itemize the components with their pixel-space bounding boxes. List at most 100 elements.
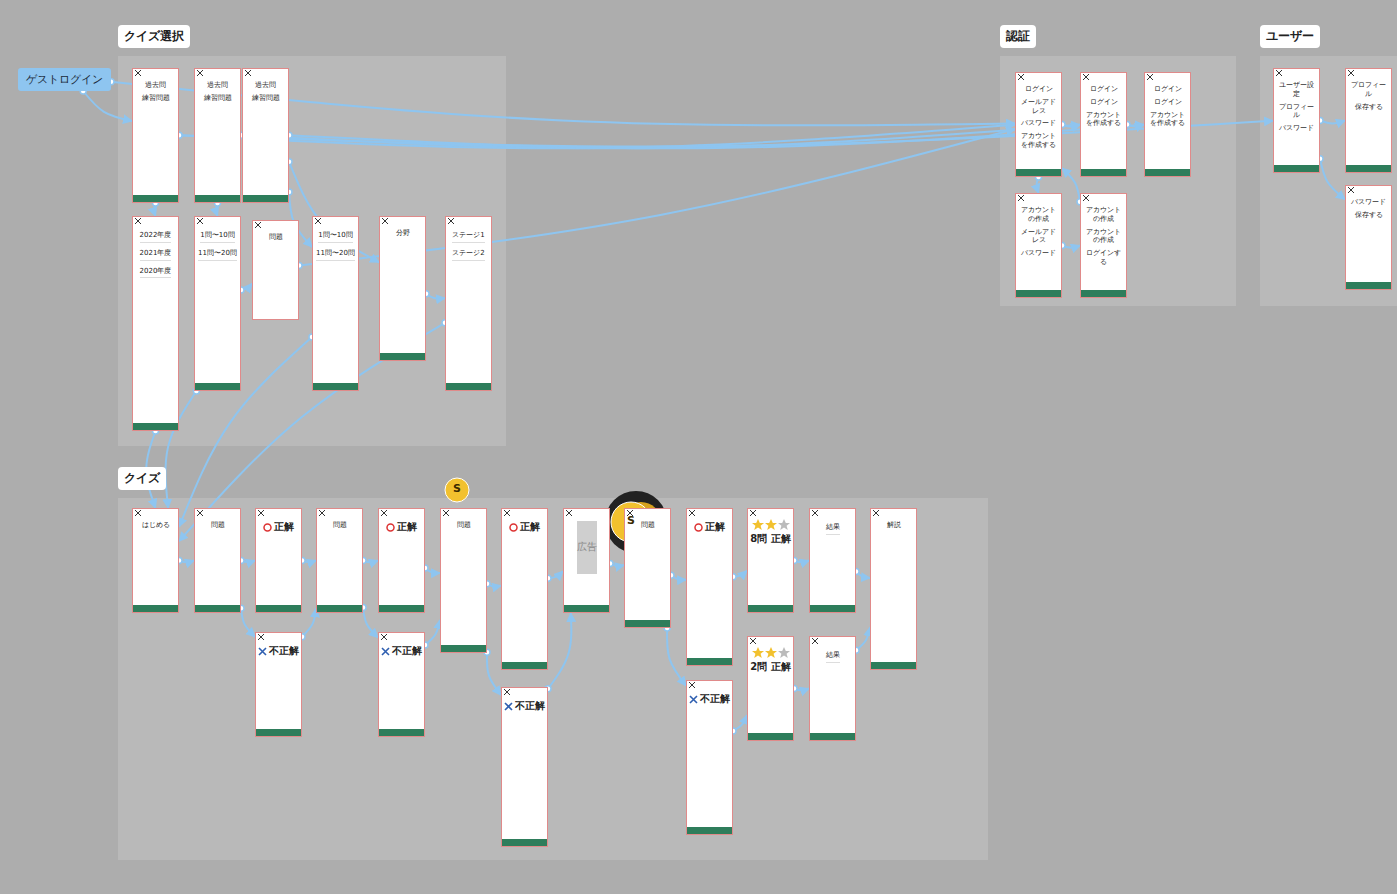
screen-frame: 1問〜10問 11問〜20問 bbox=[194, 216, 241, 391]
screen-title: 結果 bbox=[826, 649, 840, 663]
flow-connector bbox=[548, 613, 571, 689]
close-icon bbox=[873, 510, 879, 516]
action-button bbox=[871, 662, 916, 669]
flow-connector bbox=[363, 561, 378, 563]
flow-connector bbox=[1320, 159, 1345, 200]
flow-connector bbox=[425, 620, 440, 645]
screen-frame: ステージ1ステージ2 bbox=[445, 216, 492, 391]
flow-connector bbox=[856, 627, 870, 650]
screen-frame: 問題 bbox=[316, 508, 363, 613]
screen-item: プロフィール bbox=[1276, 103, 1317, 121]
section-ground bbox=[1260, 56, 1397, 306]
avatar-circle bbox=[445, 478, 469, 502]
screen-item: 練習問題 bbox=[204, 94, 232, 103]
wrong-mark bbox=[258, 647, 267, 656]
close-icon bbox=[319, 510, 325, 516]
screen-frame: 不正解 bbox=[255, 632, 302, 737]
flow-connector bbox=[83, 91, 132, 121]
action-button bbox=[810, 733, 855, 740]
wrong-mark bbox=[504, 702, 513, 711]
action-button bbox=[256, 729, 301, 736]
action-button bbox=[133, 605, 178, 612]
flow-connector bbox=[302, 608, 316, 636]
screen-item: メールアドレス bbox=[1018, 98, 1059, 116]
screen-title: 2問 正解 bbox=[750, 661, 790, 674]
flow-connector bbox=[216, 203, 218, 216]
screen-frame: 1問〜10問11問〜20問 bbox=[312, 216, 359, 391]
screen-frame: 過去問練習問題 bbox=[194, 68, 241, 203]
screen-title: 1問〜10問 bbox=[200, 229, 234, 243]
screen-title: 8問 正解 bbox=[750, 533, 790, 546]
close-icon bbox=[750, 510, 756, 516]
screen-title: 問題 bbox=[333, 521, 347, 530]
action-button bbox=[1081, 169, 1126, 176]
close-icon bbox=[689, 510, 695, 516]
action-button bbox=[133, 423, 178, 430]
action-button bbox=[502, 662, 547, 669]
screen-title: 正解 bbox=[397, 521, 417, 534]
screen-item: ログイン bbox=[1090, 98, 1118, 107]
screen-title: 問題 bbox=[457, 521, 471, 530]
action-button bbox=[1016, 290, 1061, 297]
close-icon bbox=[448, 218, 454, 224]
screen-frame: アカウントの作成メールアドレスパスワード bbox=[1015, 193, 1062, 298]
screen-frame: 正解 bbox=[501, 508, 548, 670]
star-rating bbox=[751, 519, 791, 531]
close-icon bbox=[1083, 195, 1089, 201]
screen-title: 解説 bbox=[887, 521, 901, 530]
screen-title: アカウントの作成 bbox=[1018, 206, 1059, 224]
section-ground bbox=[1000, 56, 1236, 306]
screen-frame: はじめる bbox=[132, 508, 179, 613]
badge-text: ゲストログイン bbox=[26, 73, 103, 86]
screen-frame: ログインログインアカウントを作成する bbox=[1144, 72, 1191, 177]
screen-title: ログイン bbox=[1090, 85, 1118, 94]
flow-connector bbox=[1062, 125, 1080, 127]
screen-frame: ログインログインアカウントを作成する bbox=[1080, 72, 1127, 177]
flow-connector bbox=[179, 561, 194, 563]
screen-title: 問題 bbox=[641, 521, 655, 530]
screen-title: 正解 bbox=[274, 521, 294, 534]
screen-item: アカウントを作成する bbox=[1018, 132, 1059, 150]
flow-connector bbox=[241, 561, 255, 563]
screen-item: アカウントの作成 bbox=[1083, 228, 1124, 246]
action-button bbox=[1081, 290, 1126, 297]
screen-item: ログイン bbox=[1154, 98, 1182, 107]
close-icon bbox=[197, 218, 203, 224]
close-icon bbox=[135, 510, 141, 516]
close-icon bbox=[315, 218, 321, 224]
flow-connector bbox=[1062, 246, 1080, 248]
screen-title: 分野 bbox=[396, 229, 410, 238]
screen-item: メールアドレス bbox=[1018, 228, 1059, 246]
screen-frame: 分野 bbox=[379, 216, 426, 361]
action-button bbox=[195, 383, 240, 390]
action-button bbox=[748, 605, 793, 612]
screen-title: 広告 bbox=[577, 521, 597, 574]
screen-item: 11問〜20問 bbox=[198, 247, 237, 261]
screen-frame: 問題 bbox=[440, 508, 487, 653]
close-icon bbox=[381, 634, 387, 640]
screen-frame: パスワード保存する bbox=[1345, 185, 1392, 290]
wrong-mark bbox=[689, 695, 698, 704]
screen-frame: 正解 bbox=[378, 508, 425, 613]
flow-connector bbox=[856, 571, 870, 578]
screen-item: 練習問題 bbox=[252, 94, 280, 103]
section-heading: クイズ bbox=[118, 467, 166, 490]
screen-title: 不正解 bbox=[269, 645, 299, 658]
flow-connector bbox=[487, 652, 501, 695]
flow-connector bbox=[179, 125, 1015, 148]
screen-title: 不正解 bbox=[392, 645, 422, 658]
screen-frame: 不正解 bbox=[378, 632, 425, 737]
action-button bbox=[1274, 165, 1319, 172]
close-icon bbox=[135, 218, 141, 224]
screen-frame: 2問 正解 bbox=[747, 636, 794, 741]
flow-connector bbox=[733, 715, 747, 731]
screen-item: ログインする bbox=[1083, 249, 1124, 267]
close-icon bbox=[255, 222, 261, 228]
section-heading: ユーザー bbox=[1260, 25, 1320, 48]
action-button bbox=[687, 827, 732, 834]
avatar-initial: S bbox=[447, 482, 467, 495]
screen-title: 2022年度 bbox=[140, 229, 172, 243]
close-icon bbox=[1348, 70, 1354, 76]
section-ground bbox=[118, 498, 988, 860]
screen-frame: 2022年度2021年度2020年度 bbox=[132, 216, 179, 431]
